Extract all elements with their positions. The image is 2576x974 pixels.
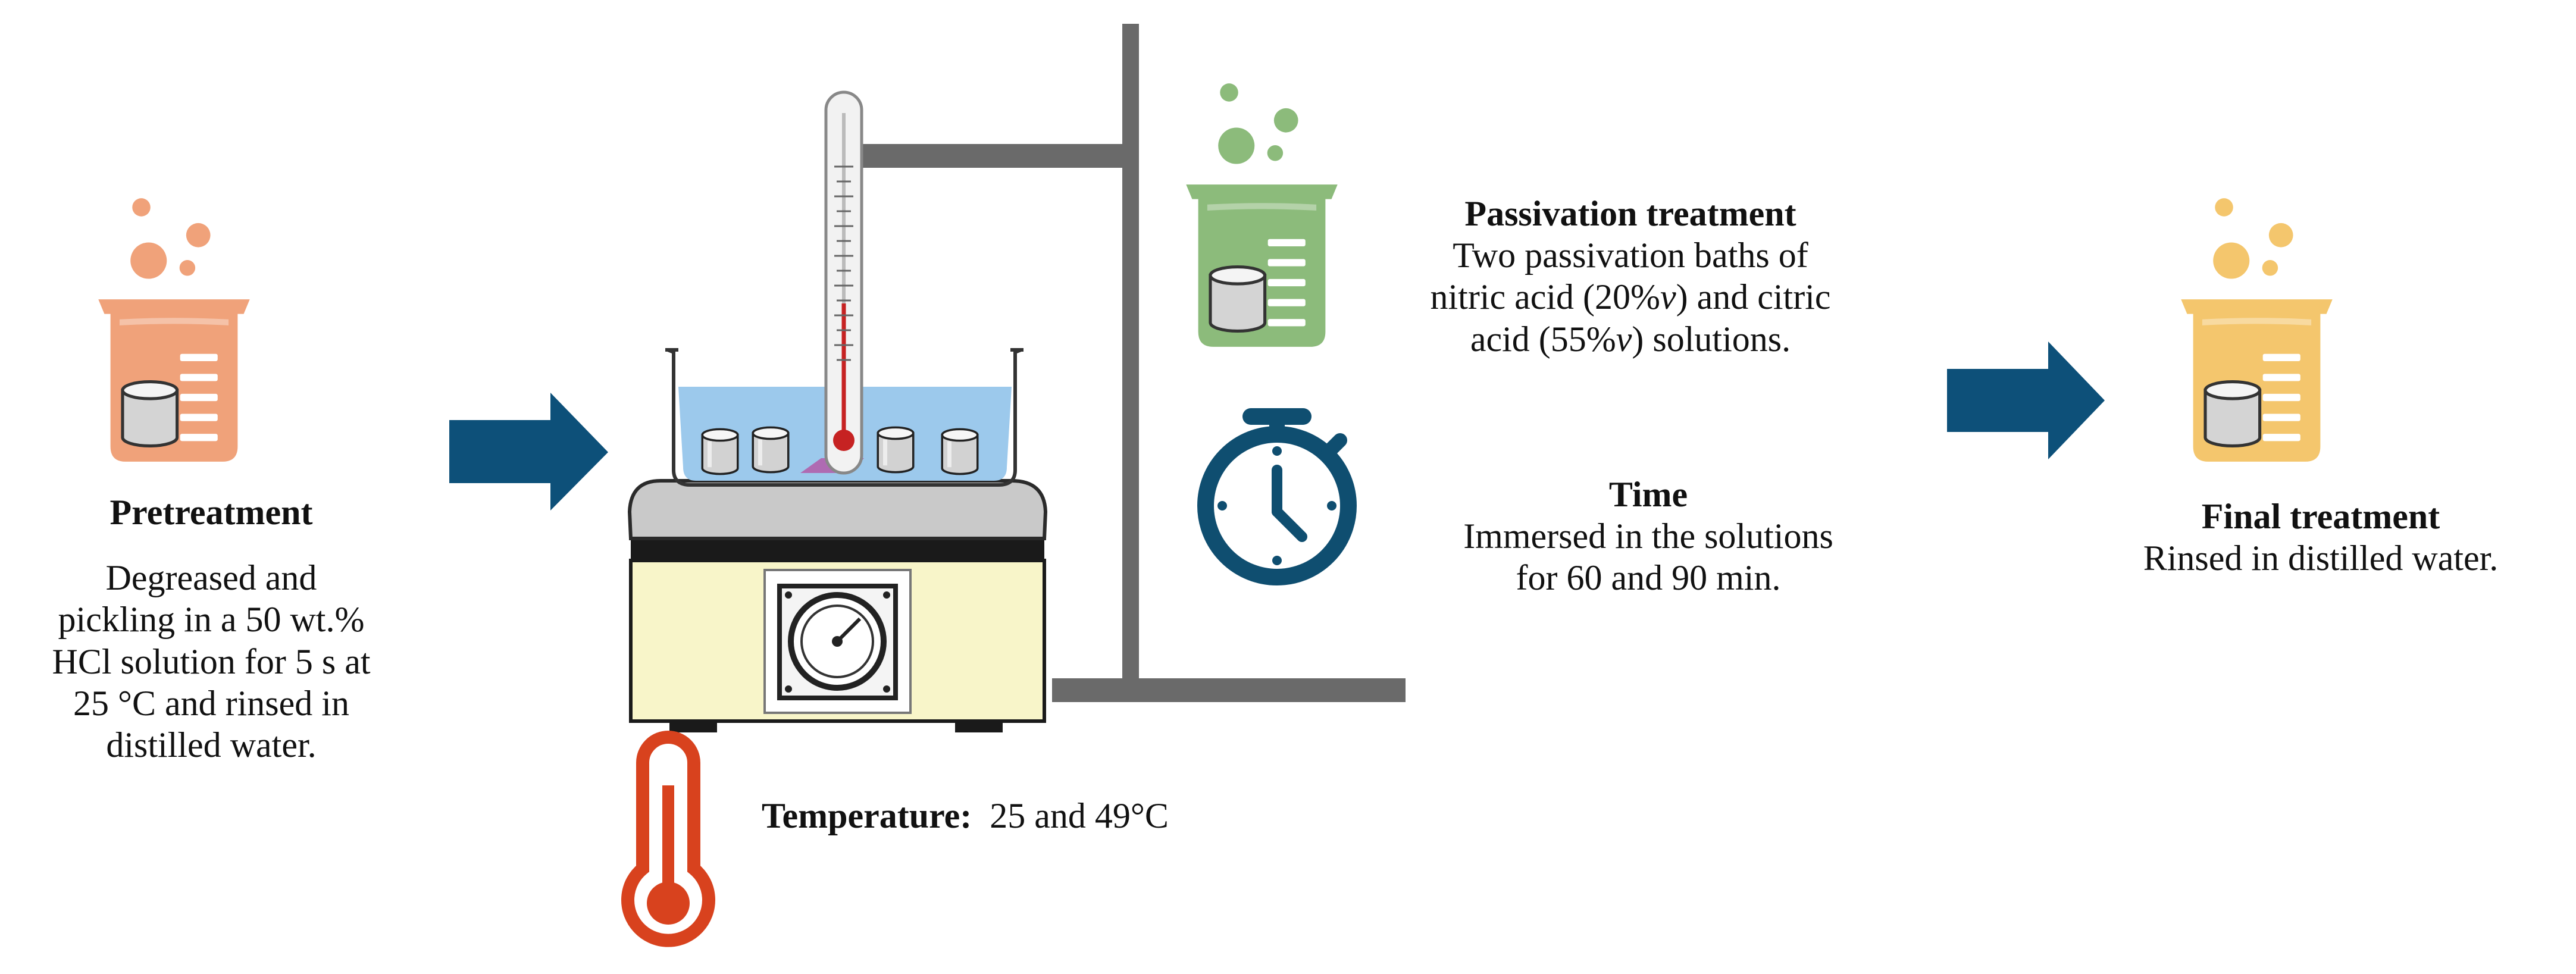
final-beaker-icon bbox=[2181, 198, 2332, 462]
passivation-title: Passivation treatment bbox=[1464, 194, 1796, 233]
retort-stand-icon bbox=[857, 24, 1406, 702]
time-text: Time Immersed in the solutions for 60 an… bbox=[1386, 474, 1910, 599]
pretreatment-line-2: pickling in a 50 wt.% bbox=[58, 600, 365, 640]
stopwatch-icon bbox=[1197, 408, 1357, 585]
passivation-beaker-icon bbox=[1186, 83, 1337, 347]
right-arrow-icon bbox=[1947, 342, 2105, 459]
temperature-value: 25 and 49°C bbox=[990, 796, 1169, 835]
pretreatment-line-4: 25 °C and rinsed in bbox=[73, 683, 349, 723]
passivation-line-3: acid (55%v) solutions. bbox=[1470, 319, 1791, 359]
final-title: Final treatment bbox=[2201, 497, 2440, 536]
stopwatch-tick-marks bbox=[1217, 446, 1336, 565]
pretreatment-beaker-icon bbox=[98, 198, 249, 462]
temperature-text: Temperature: 25 and 49°C bbox=[762, 795, 1169, 837]
time-line-2: for 60 and 90 min. bbox=[1516, 558, 1781, 598]
final-line: Rinsed in distilled water. bbox=[2143, 538, 2499, 578]
final-text: Final treatment Rinsed in distilled wate… bbox=[2095, 496, 2547, 579]
passivation-line-1: Two passivation baths of bbox=[1453, 236, 1808, 275]
time-title: Time bbox=[1608, 475, 1688, 514]
temperature-label: Temperature: bbox=[762, 796, 972, 835]
hot-plate-icon bbox=[627, 479, 1048, 732]
pretreatment-line-1: Degreased and bbox=[105, 558, 317, 598]
lab-thermometer-icon bbox=[824, 90, 863, 475]
right-arrow-icon bbox=[449, 393, 608, 511]
thermometer-bulb bbox=[647, 785, 690, 925]
pretreatment-title: Pretreatment bbox=[109, 493, 313, 532]
time-line-1: Immersed in the solutions bbox=[1463, 516, 1833, 556]
thermometer-icon bbox=[621, 731, 715, 947]
pretreatment-line-5: distilled water. bbox=[106, 725, 317, 765]
pretreatment-text: Pretreatment Degreased and pickling in a… bbox=[36, 491, 387, 766]
passivation-text: Passivation treatment Two passivation ba… bbox=[1369, 193, 1892, 360]
passivation-line-2: nitric acid (20%v) and citric bbox=[1430, 277, 1831, 317]
pretreatment-line-3: HCl solution for 5 s at bbox=[52, 641, 371, 681]
